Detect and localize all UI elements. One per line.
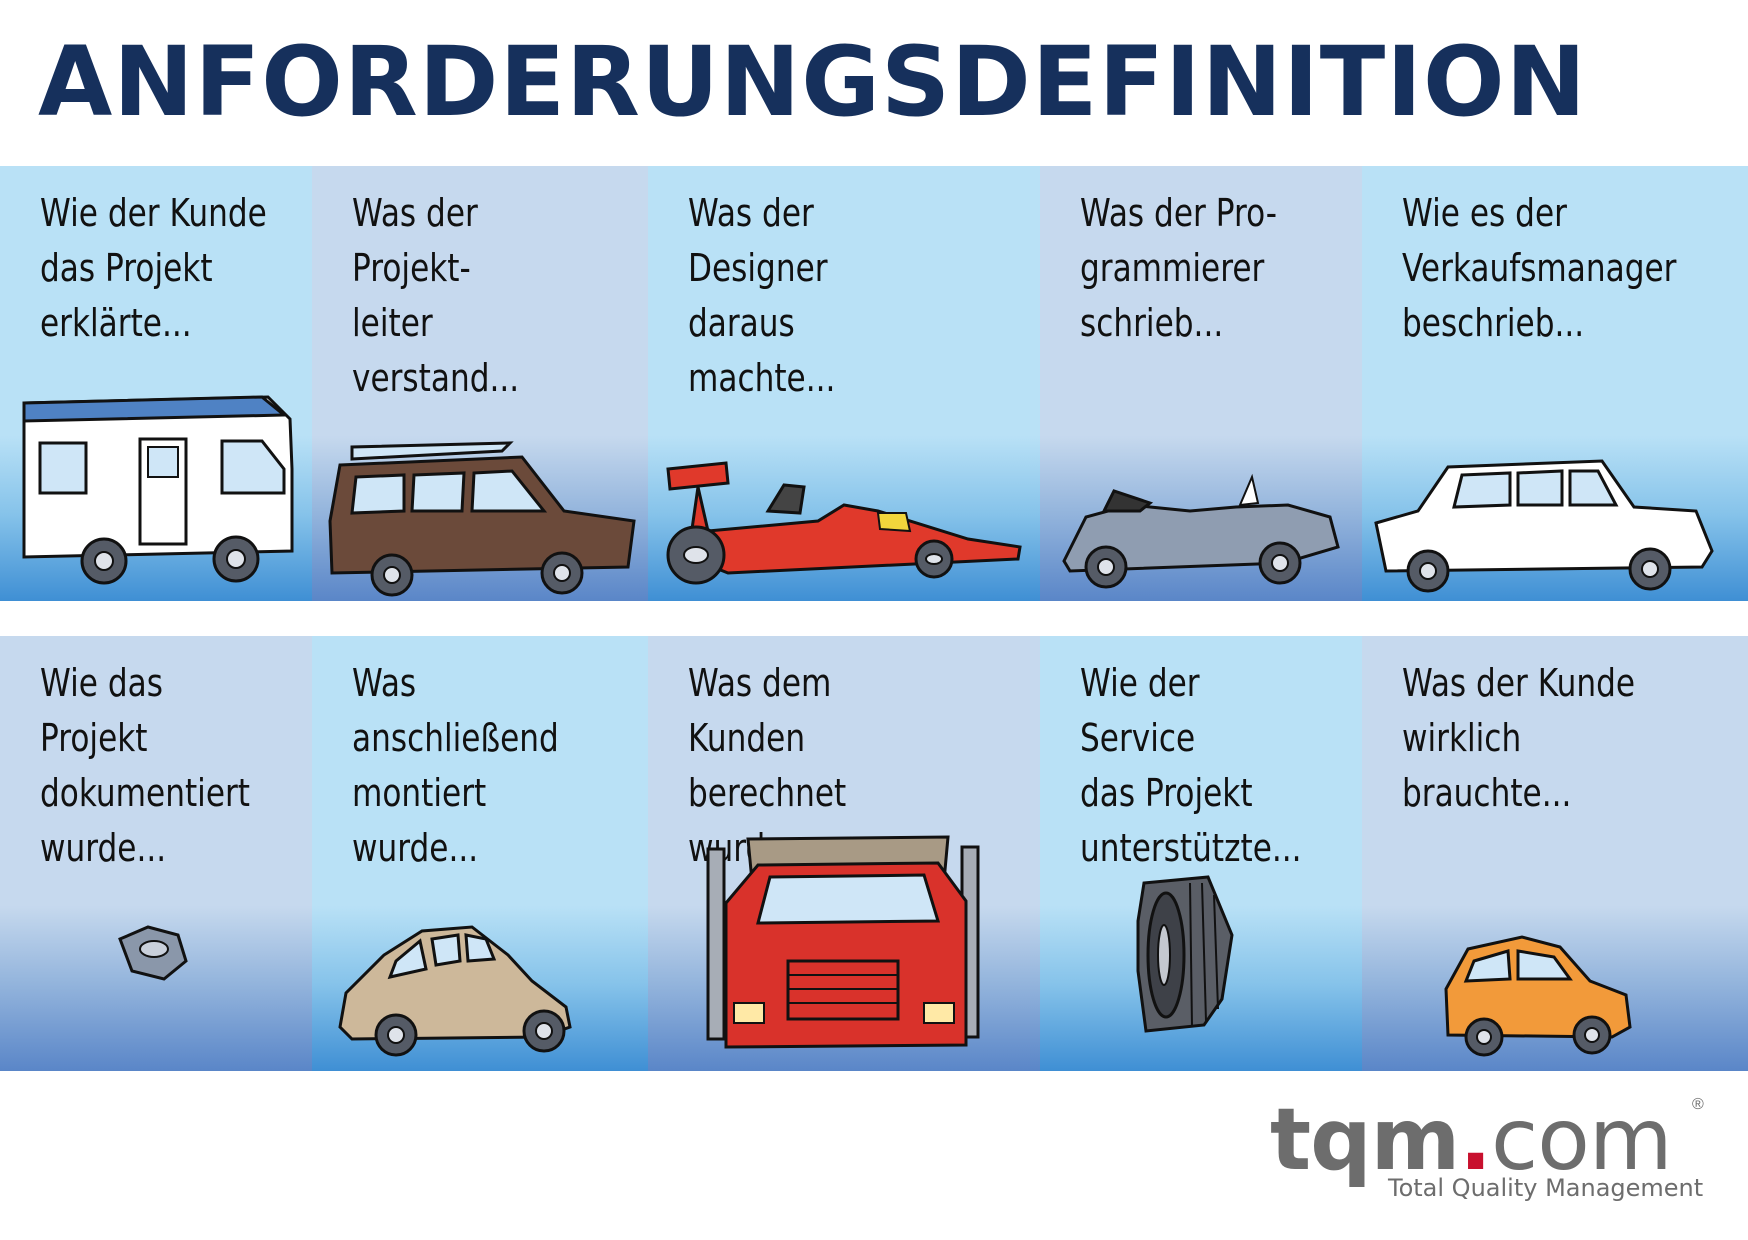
- brand-dot: .: [1459, 1090, 1492, 1190]
- brand-tagline: Total Quality Management: [1388, 1174, 1704, 1202]
- registered-mark: ®: [1692, 1096, 1704, 1113]
- panel-caption: Was der Kunde wirklich brauchte...: [1402, 661, 1636, 815]
- panel-programmer-wrote: Was der Pro- grammierer schrieb...: [1040, 166, 1362, 601]
- panel-billed: Was dem Kunden berechnet wurde...: [648, 636, 1040, 1071]
- panel-service-supported: Wie der Service das Projekt unterstützte…: [1040, 636, 1362, 1071]
- panel-customer-explained: Wie der Kunde das Projekt erklärte...: [0, 166, 312, 601]
- page-title: ANFORDERUNGSDEFINITION: [38, 26, 1587, 138]
- panel-documented: Wie das Projekt dokumentiert wurde...: [0, 636, 312, 1071]
- panel-caption: Was der Projekt- leiter verstand...: [352, 191, 520, 400]
- panel-sales-manager-described: Wie es der Verkaufsmanager beschrieb...: [1362, 166, 1748, 601]
- limousine-icon: [1374, 459, 1714, 593]
- panel-designer-made: Was der Designer daraus machte...: [648, 166, 1040, 601]
- panel-caption: Was der Pro- grammierer schrieb...: [1080, 191, 1277, 345]
- panel-assembled: Was anschließend montiert wurde...: [312, 636, 648, 1071]
- hex-nut-icon: [118, 925, 188, 981]
- panel-caption: Was anschließend montiert wurde...: [352, 661, 559, 870]
- beetle-car-icon: [338, 925, 572, 1057]
- panel-caption: Was der Designer daraus machte...: [688, 191, 836, 400]
- small-car-icon: [1444, 935, 1632, 1057]
- panel-row-1: Wie der Kunde das Projekt erklärte... Wa…: [0, 166, 1748, 601]
- brand-name-prefix: tqm: [1270, 1090, 1460, 1190]
- tire-icon: [1136, 875, 1234, 1033]
- brand-name-suffix: com: [1490, 1090, 1673, 1190]
- brand-logo: tqm.com ® Total Quality Management: [1270, 1090, 1710, 1220]
- station-wagon-icon: [328, 441, 636, 597]
- panel-customer-needed: Was der Kunde wirklich brauchte...: [1362, 636, 1748, 1071]
- convertible-car-icon: [1062, 473, 1340, 589]
- panel-caption: Wie das Projekt dokumentiert wurde...: [40, 661, 251, 870]
- brand-name: tqm.com: [1270, 1090, 1673, 1190]
- motorhome-icon: [22, 395, 294, 585]
- panel-row-2: Wie das Projekt dokumentiert wurde... Wa…: [0, 636, 1748, 1071]
- truck-icon: [706, 835, 980, 1049]
- panel-caption: Wie es der Verkaufsmanager beschrieb...: [1402, 191, 1677, 345]
- panel-caption: Wie der Kunde das Projekt erklärte...: [40, 191, 267, 345]
- race-car-icon: [666, 461, 1022, 585]
- panel-project-manager-understood: Was der Projekt- leiter verstand...: [312, 166, 648, 601]
- panel-caption: Wie der Service das Projekt unterstützte…: [1080, 661, 1302, 870]
